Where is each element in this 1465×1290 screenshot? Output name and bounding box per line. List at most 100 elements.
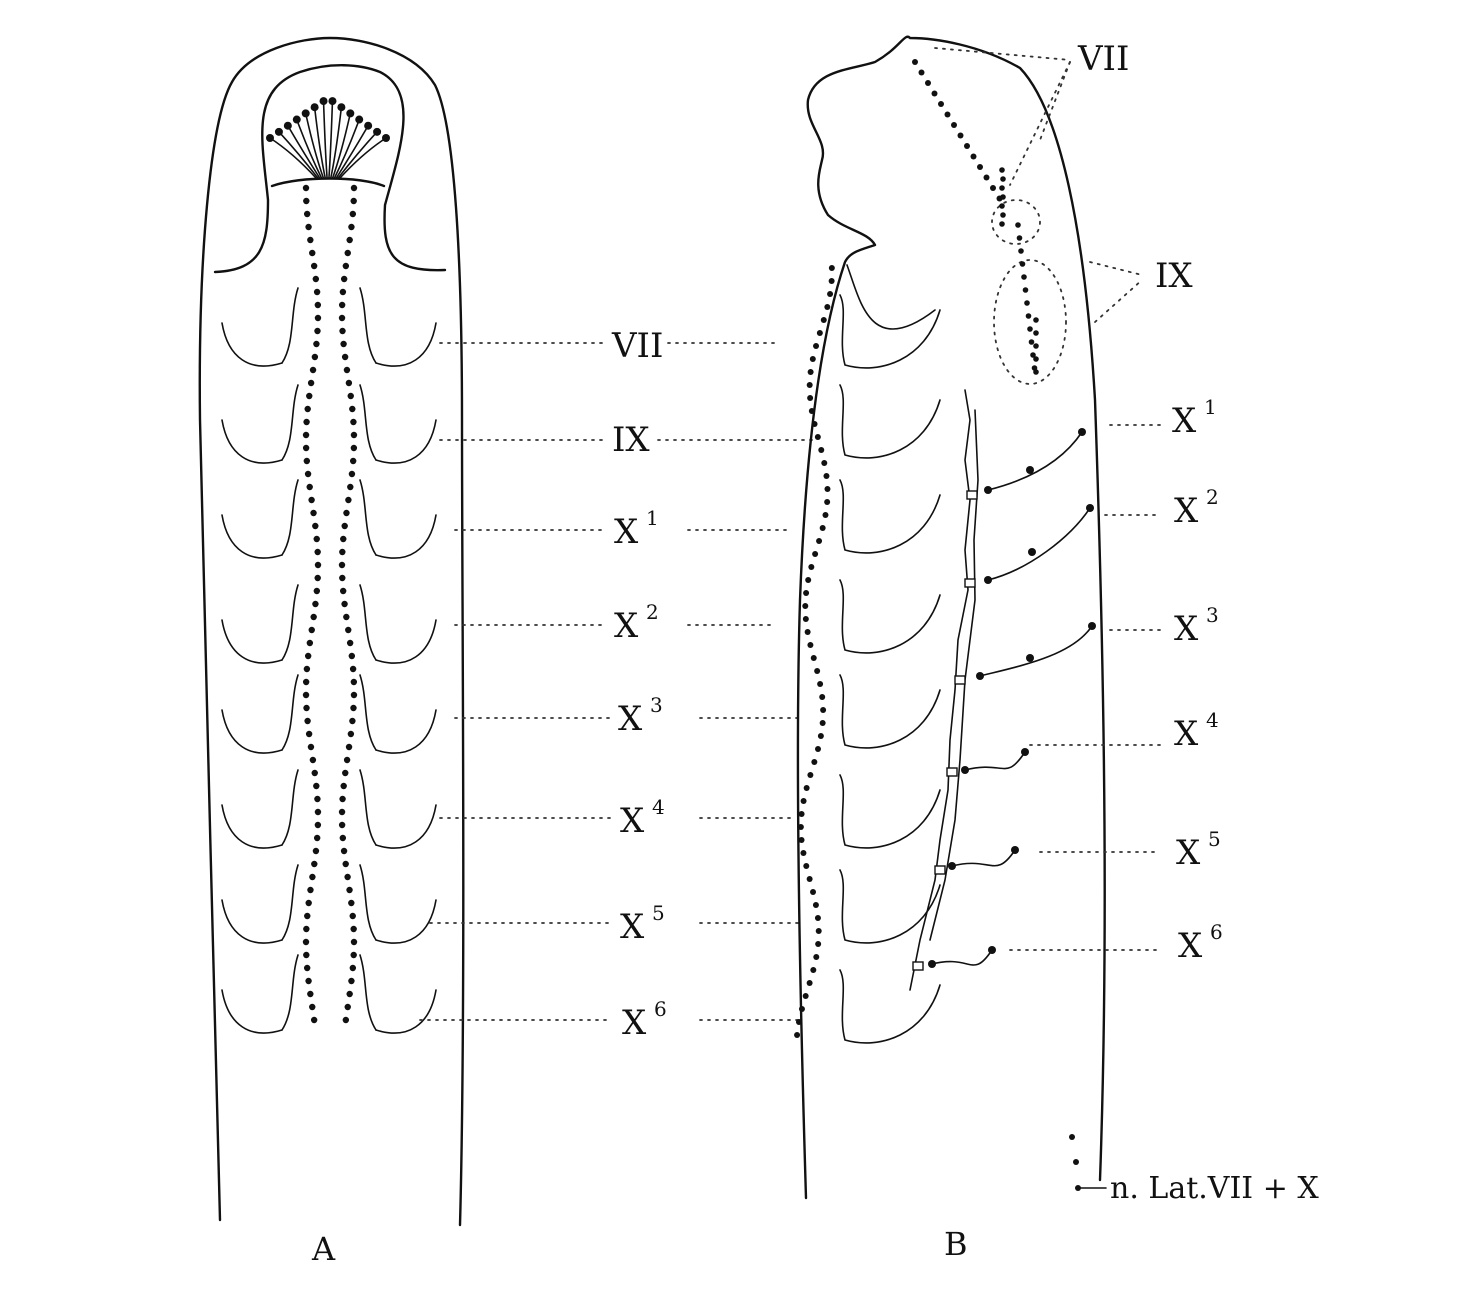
arch-b-dot [824,486,831,492]
lateral-dot-right [348,470,356,478]
label-b-x6-sup: 6 [1210,920,1223,944]
arch-b-dot [795,1019,802,1025]
branch-mid-dot [1028,548,1036,556]
arch-b [839,294,941,369]
arch-b-dot [806,980,813,986]
label-a-x5: X [620,907,645,947]
lateral-dot-left [309,873,316,881]
branch-root-dot [948,862,956,870]
lateral-dot-right [346,886,353,894]
panel-b-dorsal-branches [928,428,1096,968]
lateral-dot-left [304,717,311,725]
leader-b-vii [1009,61,1071,186]
arch-b-dot [798,1006,805,1012]
lateral-dot-left [304,912,311,920]
oral-papilla [337,131,378,179]
lateral-dot-left [303,704,310,712]
lateral-dot-left [304,405,311,413]
ganglion-dot [1025,313,1032,319]
panel-b-lateral-rings [912,490,978,971]
arch-b-dot [803,785,810,791]
oral-papilla [269,137,317,179]
arch-left [221,709,283,754]
arch-left [221,419,283,464]
dorsal-dot [977,164,983,170]
lateral-dot-left [303,951,310,959]
ganglion-dot [1033,369,1039,375]
arch-b [839,969,941,1044]
oral-papilla-tip [346,109,355,118]
lateral-dot-left [306,483,313,491]
arch-b-dot [807,395,814,401]
arch-right-stem [359,769,377,846]
arch-left [221,899,283,944]
arch-left [221,989,283,1034]
arch-b-dot [805,577,812,583]
ganglion-dot [1033,356,1039,362]
panel-a-body-outline [198,36,465,1227]
label-a-x1: X [614,512,639,552]
oral-papilla-tip [274,127,283,136]
arch-b-dot [820,317,827,323]
panel-b-ganglion-oval-large [993,259,1067,385]
label-a-x3: X [618,699,643,739]
lateral-dot-left [309,756,317,764]
lateral-dot-right [344,249,351,257]
lateral-dot-left [310,509,317,517]
label-b-x1-sup: 1 [1204,395,1217,419]
panel-a-branchial-arches [221,287,437,1034]
oral-papilla [339,137,387,179]
lateral-dot-left [305,977,312,985]
lateral-dot-right [349,457,357,465]
lateral-dot-right [348,652,356,660]
arch-b-dot [803,863,810,869]
lateral-dot-left [307,990,314,998]
arch-b-dot [807,772,814,778]
lateral-dot-left [311,353,319,361]
ganglion-dot [1027,326,1033,332]
lateral-dot-left [304,470,312,478]
lateral-dot-left [308,626,315,634]
arch-b-dot [827,291,834,297]
branch-root-dot [976,672,984,680]
arch-b [839,384,941,459]
arch-b-dot [806,382,813,388]
arch-b-dot [814,434,821,440]
arch-b-dot [819,694,826,700]
lateral-dot-left [314,548,321,556]
lateral-dot-left [303,665,311,673]
arch-b-dot [808,408,815,414]
arch-b-dot [828,278,835,284]
label-a-x2: X [614,606,639,646]
lateral-dot-right [338,301,346,309]
arch-b-dot [798,837,805,843]
lateral-dot-right [348,977,355,985]
lateral-dot-left [308,496,315,504]
panel-b-labels: VII IX X 1 X 2 X 3 X 4 X 5 X 6 [1077,39,1223,966]
lateral-dot-right [346,990,353,998]
dorsal-dot [1000,194,1006,200]
lateral-dot-left [313,587,321,595]
arch-left-stem [281,287,299,364]
ganglion-dot [1021,274,1027,280]
lateral-ring [966,490,978,500]
dorsal-dot [1000,176,1006,182]
leader-b-ix [1089,261,1143,276]
arch-b-dot [817,733,824,739]
lateral-dot-left [303,197,310,205]
branch-tip-dot [1021,748,1029,756]
ganglion-dot [1022,287,1029,293]
panel-b-body-outline [796,35,1106,1200]
arch-b-dot [816,538,823,544]
arch-left-stem [281,954,299,1031]
arch-b-dot [822,512,829,518]
dorsal-branch [987,431,1083,491]
lateral-dot-left [313,782,320,790]
dorsal-dot [983,174,990,181]
panel-b-ganglion-oval-small [991,199,1041,245]
lateral-dot-left [310,262,318,270]
arch-b-dot [815,941,822,947]
lateral-dot-right [348,899,355,907]
panel-b-dots [794,59,1039,1038]
lateral-dot-right [339,548,346,556]
